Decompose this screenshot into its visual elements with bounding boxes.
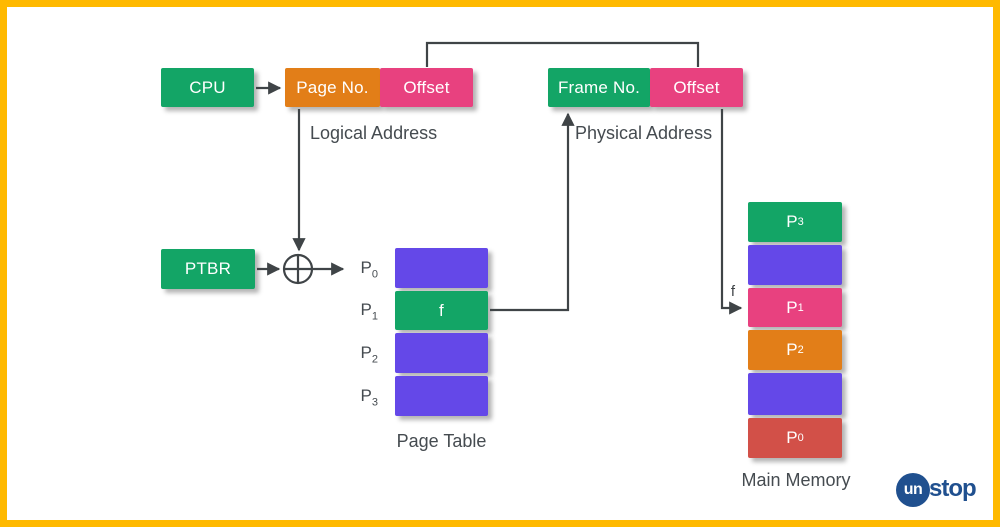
- main-memory-caption: Main Memory: [741, 470, 851, 490]
- physical-frame-no-box: Frame No.: [548, 68, 650, 107]
- unstop-logo-icon: un: [896, 473, 930, 507]
- cpu-label: CPU: [189, 77, 226, 97]
- physical-address-caption: Physical Address: [575, 123, 713, 143]
- pagetable-row-label-p3: P3: [360, 386, 378, 409]
- pagetable-row-label-p2: P2: [360, 343, 378, 366]
- arrow-f-to-frameno: [490, 112, 575, 312]
- cpu-box: CPU: [161, 68, 254, 107]
- logical-page-no-label: Page No.: [296, 77, 369, 97]
- logical-offset-label: Offset: [403, 77, 450, 97]
- physical-offset-box: Offset: [650, 68, 743, 107]
- logical-address-caption: Logical Address: [310, 123, 438, 143]
- pagetable-row-label-p0: P0: [360, 258, 378, 281]
- unstop-logo-text: stop: [929, 475, 977, 502]
- logical-offset-box: Offset: [380, 68, 473, 107]
- ptbr-label: PTBR: [184, 259, 232, 278]
- logical-page-no-box: Page No.: [285, 68, 380, 107]
- arrow-offset-to-mainmemory: [720, 109, 743, 315]
- physical-frame-no-label: Frame No.: [557, 77, 641, 97]
- pagetable-row-2: [395, 333, 488, 373]
- pagetable-row-label-p1: P1: [360, 300, 378, 323]
- mainmemory-row-empty-1: [748, 245, 842, 285]
- frame-pointer-label: f: [730, 283, 736, 300]
- physical-offset-label: Offset: [673, 77, 720, 97]
- pagetable-row-3: [395, 376, 488, 416]
- mainmemory-row-empty-2: [748, 373, 842, 415]
- adder-cross-lines: [284, 255, 312, 283]
- ptbr-box: PTBR: [161, 249, 255, 289]
- pagetable-row-1-frame-f: f: [395, 291, 488, 330]
- pagetable-row-0: [395, 248, 488, 288]
- line-offset-to-offset: [425, 41, 700, 67]
- page-table-caption: Page Table: [396, 431, 487, 451]
